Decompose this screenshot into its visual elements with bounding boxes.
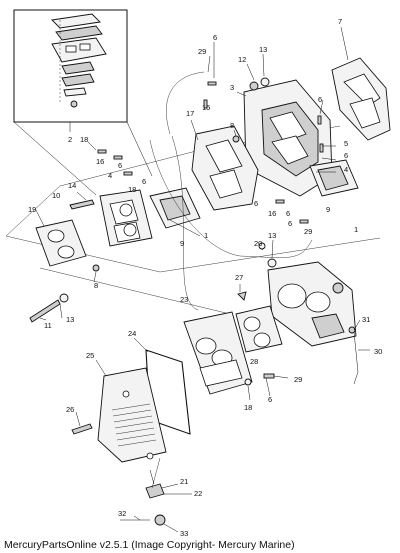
callout-6: 6	[118, 161, 122, 170]
callout-33: 33	[180, 529, 188, 538]
callout-19: 19	[28, 205, 36, 214]
callout-12: 12	[238, 55, 246, 64]
reed-block-inset	[13, 9, 128, 123]
callout-4: 4	[344, 165, 348, 174]
callout-20: 20	[254, 239, 262, 248]
callout-16: 16	[96, 157, 104, 166]
callout-28: 28	[250, 357, 258, 366]
callout-14: 14	[68, 181, 76, 190]
callout-29: 29	[304, 227, 312, 236]
hardware	[29, 77, 359, 526]
callout-24: 24	[128, 329, 136, 338]
callout-labels: 7 29 6 13 12 3 15 6 17 8 2 18 5 6 4 16 6…	[28, 17, 382, 538]
callout-6: 6	[286, 209, 290, 218]
callout-27: 27	[235, 273, 243, 282]
plenum-plate	[183, 311, 253, 395]
copyright-footer: MercuryPartsOnline v2.5.1 (Image Copyrig…	[4, 539, 295, 551]
callout-18: 18	[80, 135, 88, 144]
callout-22: 22	[194, 489, 202, 498]
callout-13: 13	[268, 231, 276, 240]
callout-31: 31	[362, 315, 370, 324]
callout-1: 1	[204, 231, 208, 240]
callout-6: 6	[213, 33, 217, 42]
reed-block-right	[309, 159, 359, 197]
callout-13: 13	[259, 45, 267, 54]
callout-25: 25	[86, 351, 94, 360]
carburetor	[267, 261, 357, 347]
callout-4: 4	[108, 171, 112, 180]
callout-1: 1	[354, 225, 358, 234]
callout-11: 11	[44, 321, 52, 330]
callout-15: 15	[202, 103, 210, 112]
gasket-28	[235, 305, 283, 353]
gasket-19	[35, 219, 87, 267]
callout-30: 30	[374, 347, 382, 356]
silencer-cover	[97, 367, 167, 463]
callout-6: 6	[288, 219, 292, 228]
callout-13: 13	[66, 315, 74, 324]
callout-3: 3	[230, 83, 234, 92]
callout-9: 9	[180, 239, 184, 248]
exploded-parts-diagram: 7 29 6 13 12 3 15 6 17 8 2 18 5 6 4 16 6…	[5, 9, 391, 538]
callout-29: 29	[198, 47, 206, 56]
callout-7: 7	[338, 17, 342, 26]
callout-6: 6	[268, 395, 272, 404]
callout-18: 18	[244, 403, 252, 412]
callout-6: 6	[254, 199, 258, 208]
leader-lines	[35, 26, 370, 533]
callout-29: 29	[294, 375, 302, 384]
callout-5: 5	[344, 139, 348, 148]
callout-26: 26	[66, 405, 74, 414]
reed-block-left	[149, 187, 201, 237]
callout-32: 32	[118, 509, 126, 518]
callout-8: 8	[94, 281, 98, 290]
reed-plate	[191, 125, 259, 211]
callout-9: 9	[326, 205, 330, 214]
reed-housing-cover	[331, 57, 391, 141]
callout-23: 23	[180, 295, 188, 304]
callout-8: 8	[230, 121, 234, 130]
callout-6: 6	[318, 95, 322, 104]
callout-18: 18	[128, 185, 136, 194]
callout-17: 17	[186, 109, 194, 118]
callout-21: 21	[180, 477, 188, 486]
callout-6: 6	[142, 177, 146, 186]
callout-16: 16	[268, 209, 276, 218]
adaptor-plate	[99, 189, 153, 247]
callout-6: 6	[344, 151, 348, 160]
callout-2: 2	[68, 135, 72, 144]
callout-10: 10	[52, 191, 60, 200]
